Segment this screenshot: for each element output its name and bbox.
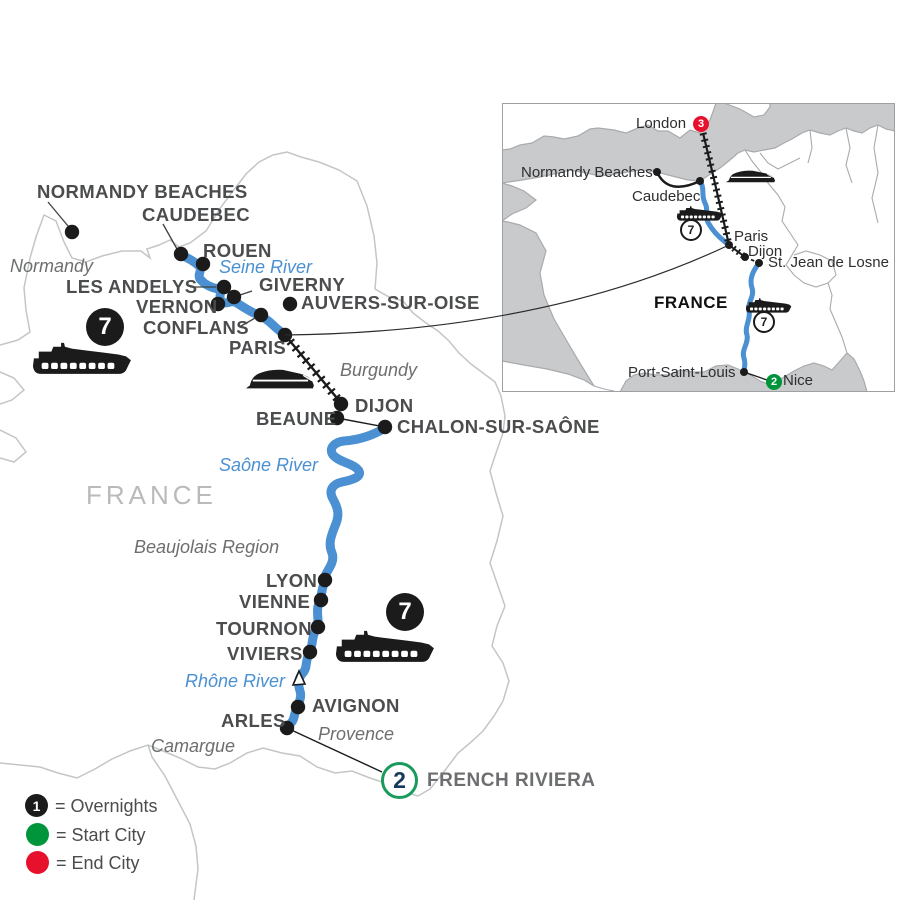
dot-rouen [195, 256, 211, 272]
train-icon-main [246, 369, 314, 389]
city-label-vernon: VERNON [136, 296, 218, 317]
city-label-lyon: LYON [266, 570, 318, 591]
city-label-caudebec: CAUDEBEC [142, 204, 251, 225]
inset-ship-nights-badge-rhone: 7 [753, 311, 775, 333]
inset-ship-icon-seine [676, 206, 723, 221]
city-label-rouen: ROUEN [203, 240, 272, 261]
sail-marker-icon [291, 669, 307, 686]
city-label-conflans: CONFLANS [143, 317, 249, 338]
legend-overnights-badge: 1 [25, 794, 48, 817]
dot-tournon [310, 619, 326, 635]
city-label-chalon-sur-saone: CHALON-SUR-SAÔNE [397, 416, 600, 437]
city-label-beaune: BEAUNE [256, 408, 337, 429]
inset-dot-normandy-beaches [653, 168, 661, 176]
inset-country-label-france: FRANCE [654, 293, 728, 312]
city-label-paris: PARIS [229, 337, 287, 358]
city-label-viviers: VIVIERS [227, 643, 303, 664]
city-label-arles: ARLES [221, 710, 286, 731]
dot-vernon [210, 296, 226, 312]
city-label-dijon: DIJON [355, 395, 414, 416]
river-label-rhone: Rhône River [185, 671, 286, 691]
france-coastline [0, 151, 510, 797]
dot-vienne [313, 592, 329, 608]
dot-lyon [317, 572, 333, 588]
region-label-beaujolais: Beaujolais Region [134, 537, 280, 557]
pointer-normandy-beaches [47, 201, 69, 227]
inset-city-label-port-saint-louis: Port-Saint-Louis [628, 364, 736, 381]
city-label-les-andelys: LES ANDELYS [66, 276, 198, 297]
inset-city-label-nice: Nice [783, 372, 814, 389]
inset-city-label-st-jean-de-losne: St. Jean de Losne [768, 254, 889, 271]
river-label-seine: Seine River [219, 257, 313, 277]
inset-city-label-caudebec: Caudebec [632, 188, 701, 205]
ship-nights-badge-seine: 7 [86, 308, 124, 346]
french-riviera-nights-badge: 2 [381, 762, 418, 799]
dot-avignon [290, 699, 306, 715]
inset-map-svg [502, 103, 895, 392]
legend-start-city-dot [26, 823, 49, 846]
dot-arles [279, 720, 295, 736]
railroad-paris-dijon [284, 334, 342, 404]
pointer-conflans [240, 316, 258, 327]
inset-nice-nights-badge: 2 [766, 374, 782, 390]
region-label-camargue: Camargue [151, 736, 236, 756]
legend-start-city-label: = Start City [56, 825, 146, 845]
brittany-coast-fragment [0, 371, 28, 463]
city-label-avignon: AVIGNON [312, 695, 400, 716]
dot-giverny [226, 289, 242, 305]
city-label-giverny: GIVERNY [259, 274, 346, 295]
dot-beaune [329, 410, 345, 426]
dot-viviers [302, 644, 318, 660]
inset-city-label-normandy-beaches: Normandy Beaches [521, 164, 653, 181]
pointer-caudebec [162, 223, 178, 250]
city-label-vienne: VIENNE [239, 591, 311, 612]
dot-normandy-beaches [64, 224, 80, 240]
legend-overnights-label: = Overnights [55, 796, 158, 816]
inset-line-psl-nice [743, 371, 768, 381]
ship-nights-badge-rhone: 7 [386, 593, 424, 631]
dot-dijon [333, 396, 349, 412]
city-label-normandy-beaches: NORMANDY BEACHES [37, 181, 248, 202]
line-arles-riviera [286, 727, 383, 773]
dot-les-andelys [216, 279, 232, 295]
inset-dot-caudebec [696, 177, 704, 185]
inset-london-nights-badge: 3 [693, 116, 709, 132]
inset-ship-nights-badge-seine: 7 [680, 219, 702, 241]
inset-route-normandy-caudebec [655, 171, 701, 189]
legend-end-city-label: = End City [56, 853, 140, 873]
inset-railroad-london-paris [701, 132, 731, 246]
inset-train-icon [726, 170, 775, 183]
inset-city-label-paris: Paris [734, 228, 769, 245]
inset-dot-port-saint-louis [740, 368, 748, 376]
inset-dot-st-jean-de-losne [755, 259, 763, 267]
city-label-auvers-sur-oise: AUVERS-SUR-OISE [301, 292, 480, 313]
dot-caudebec [173, 246, 189, 262]
region-label-burgundy: Burgundy [340, 360, 418, 380]
inset-dot-dijon [741, 253, 749, 261]
region-label-normandy: Normandy [10, 256, 94, 276]
inset-ship-icon-rhone [745, 298, 792, 313]
france-coastline-south [147, 744, 199, 900]
country-label-france-main: FRANCE [86, 480, 217, 510]
ship-icon-seine [32, 342, 131, 374]
region-label-provence: Provence [318, 724, 395, 744]
french-riviera-label: FRENCH RIVIERA [427, 770, 596, 791]
inset-city-label-dijon: Dijon [748, 243, 783, 260]
legend-end-city-dot [26, 851, 49, 874]
inset-england-east [723, 103, 771, 118]
dot-conflans [253, 307, 269, 323]
dot-auvers-sur-oise [282, 296, 298, 312]
line-beaune-chalon [336, 417, 386, 428]
inset-city-label-london: London [636, 115, 687, 132]
inset-rhone-river [740, 260, 762, 375]
inset-country-borders [593, 124, 879, 392]
river-label-saone: Saône River [219, 455, 319, 475]
city-label-tournon: TOURNON [216, 618, 312, 639]
ship-icon-rhone [335, 630, 434, 662]
dot-chalon [377, 419, 393, 435]
inset-dot-paris [725, 241, 733, 249]
